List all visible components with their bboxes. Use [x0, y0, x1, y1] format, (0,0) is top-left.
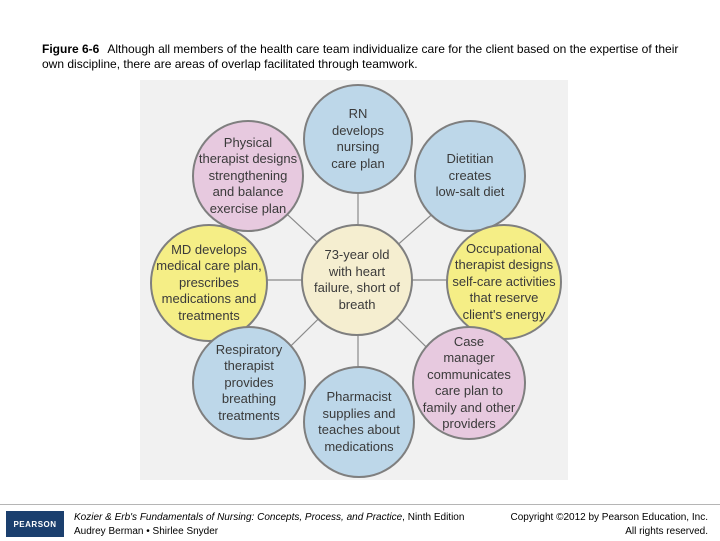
book-authors: Audrey Berman • Shirlee Snyder: [74, 526, 219, 537]
book-citation: Kozier & Erb's Fundamentals of Nursing: …: [74, 511, 464, 539]
node-case-manager-label: Case manager communicates care plan to f…: [422, 333, 516, 432]
node-center-label: 73-year old with heart failure, short of…: [314, 247, 400, 312]
caption-text: Although all members of the health care …: [42, 42, 679, 71]
rights-line: All rights reserved.: [625, 526, 708, 537]
node-occupational-therapist-label: Occupational therapist designs self-care…: [452, 240, 556, 322]
node-dietitian: Dietitian creates low-salt diet: [414, 120, 526, 232]
node-center-client: 73-year old with heart failure, short of…: [301, 224, 413, 336]
node-physical-therapist: Physical therapist designs strengthening…: [192, 120, 304, 232]
node-md-label: MD develops medical care plan, prescribe…: [156, 241, 262, 323]
node-dietitian-label: Dietitian creates low-salt diet: [435, 151, 505, 200]
node-physical-therapist-label: Physical therapist designs strengthening…: [198, 134, 298, 216]
node-occupational-therapist: Occupational therapist designs self-care…: [446, 224, 562, 340]
node-case-manager: Case manager communicates care plan to f…: [412, 326, 526, 440]
footer: PEARSON Kozier & Erb's Fundamentals of N…: [0, 504, 720, 541]
figure-label: Figure 6-6: [42, 42, 100, 56]
node-pharmacist: Pharmacist supplies and teaches about me…: [303, 366, 415, 478]
node-md: MD develops medical care plan, prescribe…: [150, 224, 268, 342]
copyright: Copyright ©2012 by Pearson Education, In…: [511, 511, 709, 539]
copyright-line: Copyright ©2012 by Pearson Education, In…: [510, 512, 709, 523]
node-rn: RN develops nursing care plan: [303, 84, 413, 194]
team-diagram: RN develops nursing care plan Physical t…: [140, 80, 568, 480]
book-edition: , Ninth Edition: [402, 512, 465, 523]
node-respiratory-therapist: Respiratory therapist provides breathing…: [192, 326, 306, 440]
node-respiratory-therapist-label: Respiratory therapist provides breathing…: [215, 341, 283, 423]
pearson-logo: PEARSON: [6, 511, 64, 537]
node-rn-label: RN develops nursing care plan: [331, 106, 385, 171]
node-pharmacist-label: Pharmacist supplies and teaches about me…: [318, 389, 400, 454]
book-title: Kozier & Erb's Fundamentals of Nursing: …: [74, 512, 403, 523]
